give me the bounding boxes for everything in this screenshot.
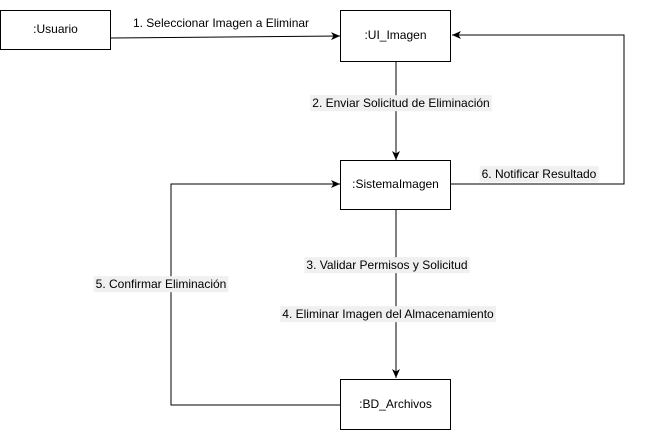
- message-2-label-bg: [310, 95, 492, 112]
- message-3-label-bg: [304, 257, 470, 274]
- node-sistema-imagen: :SistemaImagen: [340, 160, 451, 210]
- node-usuario-label: :Usuario: [33, 22, 78, 36]
- node-bd-archivos-label: :BD_Archivos: [359, 397, 432, 411]
- node-ui-imagen-label: :UI_Imagen: [364, 28, 426, 42]
- message-6-label: 6. Notificar Resultado: [482, 167, 597, 181]
- node-ui-imagen: :UI_Imagen: [340, 10, 451, 62]
- node-usuario: :Usuario: [0, 10, 111, 50]
- message-6-label-bg: [479, 166, 599, 183]
- message-5-label: 5. Confirmar Eliminación: [96, 277, 227, 291]
- message-4-label-bg: [280, 306, 497, 323]
- message-3-label: 3. Validar Permisos y Solicitud: [306, 258, 467, 272]
- node-sistema-imagen-label: :SistemaImagen: [352, 177, 439, 191]
- node-bd-archivos: :BD_Archivos: [340, 379, 451, 430]
- message-4-label: 4. Eliminar Imagen del Almacenamiento: [282, 307, 494, 321]
- message-1-label: 1. Seleccionar Imagen a Eliminar: [133, 16, 309, 30]
- message-2-label: 2. Enviar Solicitud de Eliminación: [312, 96, 489, 110]
- message-5-label-bg: [93, 276, 229, 293]
- edge-sistema-imagen-to-ui-imagen: [451, 31, 625, 185]
- edge-usuario-to-ui-imagen: [110, 32, 341, 41]
- edge-bd-archivos-to-sistema-imagen: [170, 180, 340, 406]
